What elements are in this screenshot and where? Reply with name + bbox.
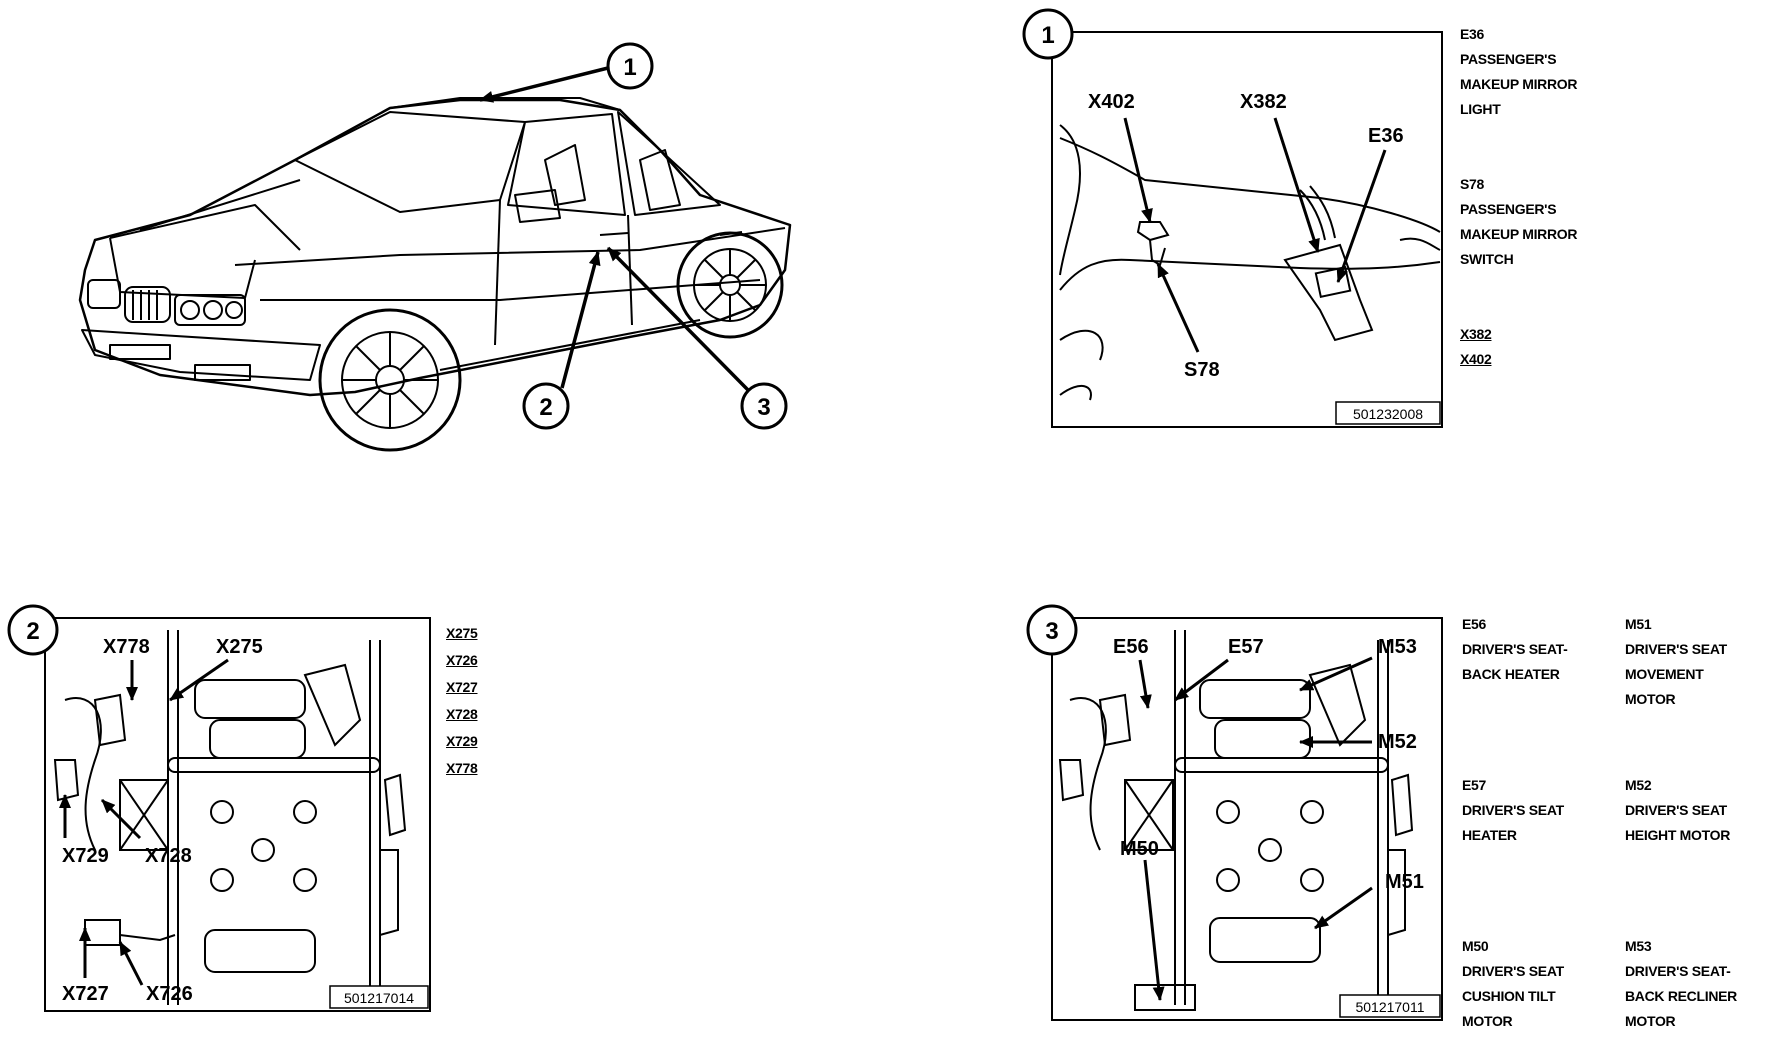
label-x729: X729	[62, 845, 109, 867]
legend-e56-line1: DRIVER'S SEAT-	[1462, 641, 1568, 657]
callout-1-car-text: 1	[623, 54, 636, 81]
legend-s78-code: S78	[1460, 176, 1485, 192]
label-s78: S78	[1184, 359, 1220, 381]
legend-e57-line1: DRIVER'S SEAT	[1462, 802, 1564, 818]
panel-2-seat-connectors: X778 X275 X729 X728 X727 X726 501217014 …	[7, 604, 431, 1012]
callout-circle-1-car: 1	[606, 42, 654, 90]
legend-panel-1: E36 PASSENGER'S MAKEUP MIRROR LIGHT S78 …	[1460, 22, 1577, 372]
legend-m53-line2: BACK RECLINER	[1625, 988, 1737, 1004]
label-e56: E56	[1113, 636, 1149, 658]
panel-1-mirror: X402 X382 E36 S78 501232008 1	[1022, 8, 1443, 428]
legend-e36-line2: MAKEUP MIRROR	[1460, 76, 1578, 92]
legend-e36-line3: LIGHT	[1460, 101, 1501, 117]
legend-m51-line2: MOVEMENT	[1625, 666, 1704, 682]
label-x382: X382	[1240, 91, 1287, 113]
legend-s78-line3: SWITCH	[1460, 251, 1514, 267]
legend-m50-code: M50	[1462, 938, 1489, 954]
panel-1-ref-number: 501232008	[1353, 406, 1423, 422]
legend-connector-x382: X382	[1460, 326, 1492, 342]
legend-m51-line1: DRIVER'S SEAT	[1625, 641, 1727, 657]
label-x275: X275	[216, 636, 263, 658]
legend-m51-code: M51	[1625, 616, 1652, 632]
legend-m50-line3: MOTOR	[1462, 1013, 1513, 1029]
callout-3-car-text: 3	[757, 394, 770, 421]
legend-e57-code: E57	[1462, 777, 1487, 793]
car-callout-arrows	[479, 66, 750, 392]
legend-m51-line3: MOTOR	[1625, 691, 1676, 707]
callout-circle-2-car: 2	[522, 382, 570, 430]
label-x728: X728	[145, 845, 192, 867]
callout-circle-3-car: 3	[740, 382, 788, 430]
callout-1-panel-text: 1	[1041, 22, 1054, 49]
panel-2-ref-number: 501217014	[344, 990, 414, 1006]
label-x778: X778	[103, 636, 150, 658]
label-x727: X727	[62, 983, 109, 1005]
legend-connector-5: X729	[446, 733, 478, 749]
car-illustration	[78, 97, 792, 452]
label-e36: E36	[1368, 125, 1404, 147]
legend-s78-line1: PASSENGER'S	[1460, 201, 1557, 217]
legend-e56-code: E56	[1462, 616, 1487, 632]
legend-e56-line2: BACK HEATER	[1462, 666, 1560, 682]
legend-connector-3: X727	[446, 679, 478, 695]
legend-m52-line2: HEIGHT MOTOR	[1625, 827, 1731, 843]
legend-panel-2: X275 X726 X727 X728 X729 X778	[446, 620, 478, 782]
legend-m53-code: M53	[1625, 938, 1652, 954]
callout-3-panel-text: 3	[1045, 618, 1058, 645]
panel-3-seat-motors: E56 E57 M53 M52 M50 M51 501217011 3	[1026, 604, 1443, 1021]
label-e57: E57	[1228, 636, 1264, 658]
legend-s78-line2: MAKEUP MIRROR	[1460, 226, 1578, 242]
panel-3-ref-number: 501217011	[1355, 999, 1424, 1015]
legend-e57-line2: HEATER	[1462, 827, 1517, 843]
legend-panel-3-col1: E56 DRIVER'S SEAT- BACK HEATER E57 DRIVE…	[1462, 612, 1568, 1034]
callout-2-car-text: 2	[539, 394, 552, 421]
label-m51: M51	[1385, 871, 1424, 893]
legend-e36-code: E36	[1460, 26, 1485, 42]
callout-2-panel-text: 2	[26, 618, 39, 645]
legend-connector-2: X726	[446, 652, 478, 668]
label-x402: X402	[1088, 91, 1135, 113]
legend-m53-line3: MOTOR	[1625, 1013, 1676, 1029]
legend-connector-4: X728	[446, 706, 478, 722]
label-m52: M52	[1378, 731, 1417, 753]
legend-m50-line2: CUSHION TILT	[1462, 988, 1556, 1004]
legend-m53-line1: DRIVER'S SEAT-	[1625, 963, 1731, 979]
legend-m50-line1: DRIVER'S SEAT	[1462, 963, 1564, 979]
legend-e36-line1: PASSENGER'S	[1460, 51, 1557, 67]
legend-m52-code: M52	[1625, 777, 1652, 793]
legend-panel-3-col2: M51 DRIVER'S SEAT MOVEMENT MOTOR M52 DRI…	[1625, 612, 1737, 1034]
label-x726: X726	[146, 983, 193, 1005]
legend-m52-line1: DRIVER'S SEAT	[1625, 802, 1727, 818]
legend-connector-1: X275	[446, 625, 478, 641]
label-m50: M50	[1120, 838, 1159, 860]
legend-connector-6: X778	[446, 760, 478, 776]
label-m53: M53	[1378, 636, 1417, 658]
legend-connector-x402: X402	[1460, 351, 1492, 367]
